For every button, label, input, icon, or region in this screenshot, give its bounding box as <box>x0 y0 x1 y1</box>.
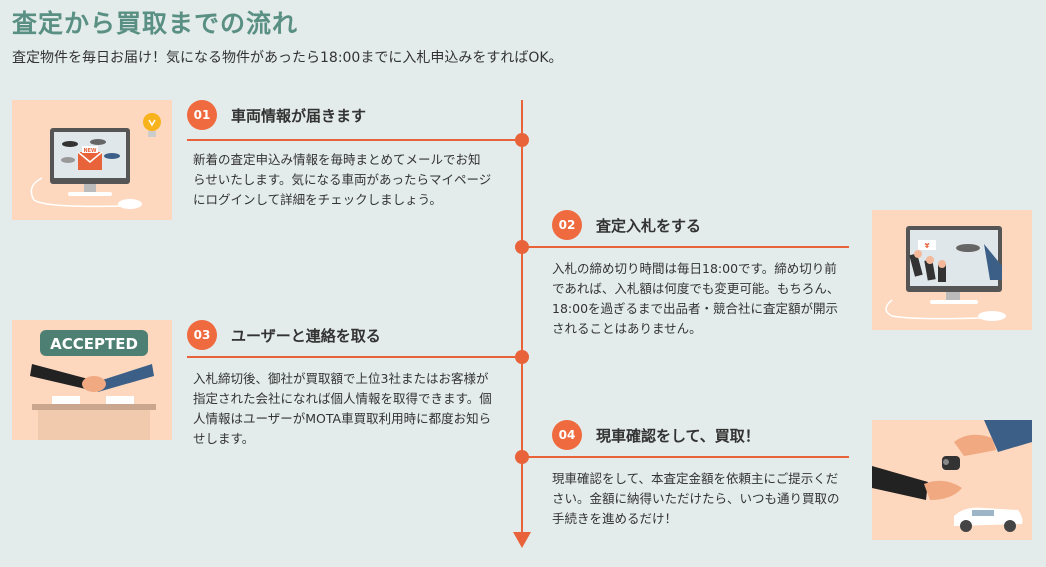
step-1-connector <box>187 139 521 141</box>
step-1-illustration: NEW <box>12 100 172 220</box>
step-3-illustration: ACCEPTED <box>12 320 172 440</box>
accepted-badge-label: ACCEPTED <box>50 335 138 353</box>
step-4-description: 現車確認をして、本査定金額を依頼主にご提示ください。金額に納得いただけたら、いつ… <box>552 471 840 526</box>
step-4-title: 現車確認をして、買取！ <box>596 426 760 445</box>
new-badge-label: NEW <box>83 148 97 154</box>
step-4-dot <box>515 450 529 464</box>
step-2-illustration: ¥ <box>872 210 1032 330</box>
step-1-dot <box>515 133 529 147</box>
timeline-line <box>521 100 523 536</box>
step-3-header: 03 ユーザーと連絡を取る <box>187 320 381 350</box>
handshake-accepted-icon: ACCEPTED <box>30 330 156 440</box>
new-mail-monitor-icon: NEW <box>30 113 161 209</box>
timeline-arrow-icon <box>513 532 531 548</box>
step-4-header: 04 現車確認をして、買取！ <box>552 420 760 450</box>
step-4-illustration <box>872 420 1032 540</box>
price-tag-label: ¥ <box>925 242 930 250</box>
step-3-connector <box>187 356 521 358</box>
step-1-header: 01 車両情報が届きます <box>187 100 366 130</box>
step-2-dot <box>515 240 529 254</box>
page-subtitle: 査定物件を毎日お届け！気になる物件があったら18:00までに入札申込みをすればO… <box>12 50 563 66</box>
step-2-number: 02 <box>552 210 582 240</box>
page-title: 査定から買取までの流れ <box>12 9 299 38</box>
step-4-number: 04 <box>552 420 582 450</box>
step-1-description: 新着の査定申込み情報を毎時まとめてメールでお知らせいたします。気になる車両があっ… <box>193 152 492 207</box>
step-1-number: 01 <box>187 100 217 130</box>
step-2-connector <box>523 246 849 248</box>
bidding-monitor-icon: ¥ <box>885 226 1006 321</box>
step-2-description: 入札の締め切り時間は毎日18:00です。締め切り前であれば、入札額は何度でも変更… <box>552 261 840 336</box>
step-1-title: 車両情報が届きます <box>231 106 367 125</box>
step-2-header: 02 査定入札をする <box>552 210 701 240</box>
key-handover-icon <box>872 420 1032 532</box>
step-3-number: 03 <box>187 320 217 350</box>
step-3-description: 入札締切後、御社が買取額で上位3社またはお客様が指定された会社になれば個人情報を… <box>193 371 492 446</box>
step-3-dot <box>515 350 529 364</box>
step-2-title: 査定入札をする <box>596 216 702 235</box>
step-3-title: ユーザーと連絡を取る <box>231 326 381 345</box>
step-4-connector <box>523 456 849 458</box>
